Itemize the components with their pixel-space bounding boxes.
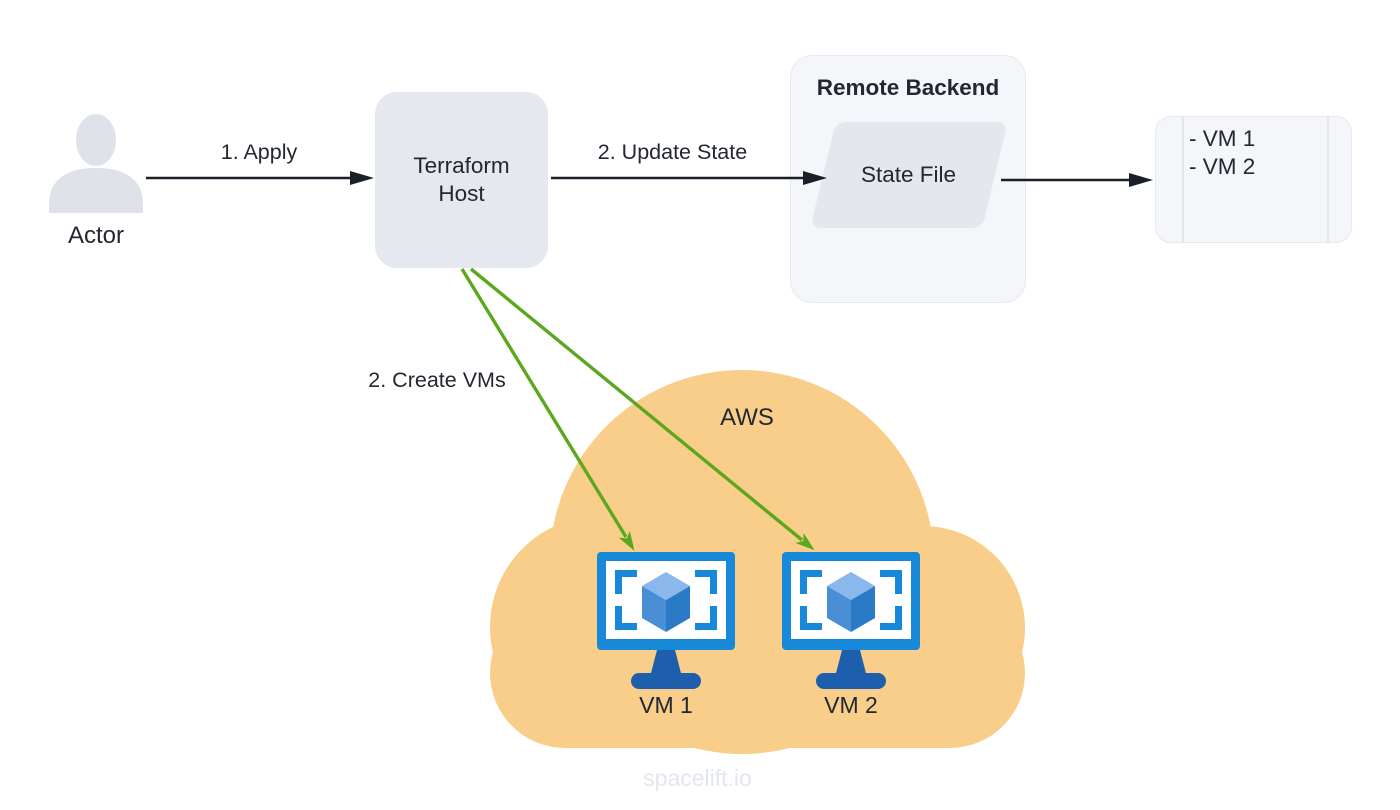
update-state-arrow-label: 2. Update State [597,140,748,164]
state-contents-line-1: - VM 1 [1189,126,1256,151]
state-file-label: State File [861,162,957,187]
vm2-label: VM 2 [824,692,878,718]
vm1-label: VM 1 [639,692,693,718]
watermark: spacelift.io [643,765,752,791]
aws-cloud-label: AWS [720,404,774,431]
card-right-rule [1327,117,1329,242]
remote-backend-title: Remote Backend [816,75,1000,100]
state-contents-card: - VM 1 - VM 2 [1155,116,1352,243]
person-silhouette-icon [49,114,143,213]
vm2-monitor-icon [782,552,920,689]
terraform-host-node: Terraform Host [375,92,548,268]
actor-label: Actor [67,222,124,249]
state-contents-line-2: - VM 2 [1189,153,1256,179]
state-file-node: State File [810,122,1008,228]
vm1-monitor-icon [597,552,735,689]
terraform-host-label: Terraform Host [413,153,510,206]
create-vms-arrow-label: 2. Create VMs [368,368,506,392]
card-left-rule [1182,117,1184,242]
apply-arrow-label: 1. Apply [220,140,298,164]
create-vm1-arrow [460,268,635,551]
